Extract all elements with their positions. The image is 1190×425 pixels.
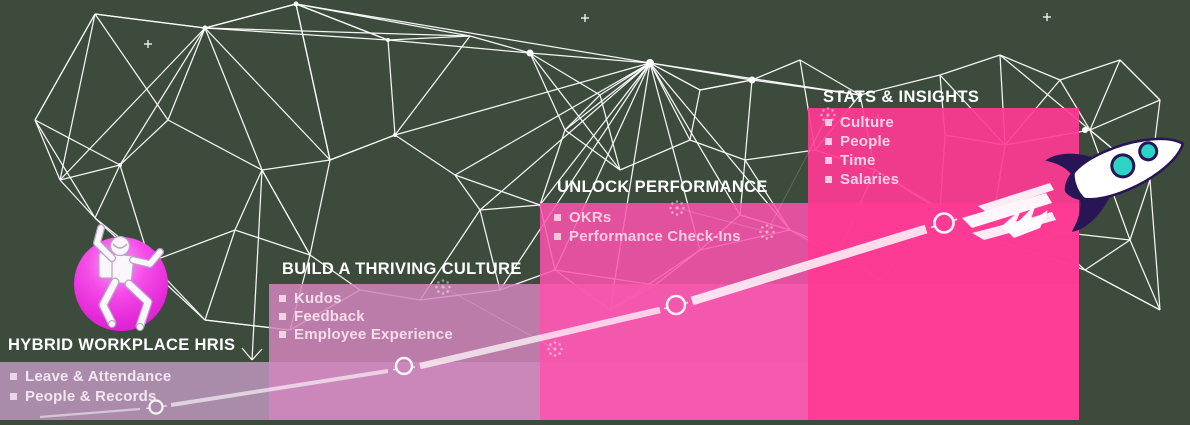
square-bullet-icon (279, 295, 286, 302)
square-bullet-icon (825, 176, 832, 183)
square-bullet-icon (554, 214, 561, 221)
list-item: OKRs (554, 209, 611, 226)
stage-title: BUILD A THRIVING CULTURE (282, 260, 522, 278)
list-item: Salaries (825, 171, 899, 188)
list-item: Time (825, 152, 876, 169)
network-pattern-icon (34, 1, 1161, 361)
rocket-icon (1045, 137, 1185, 232)
panel-stats-and-insights (808, 108, 1079, 420)
list-item: Culture (825, 114, 894, 131)
rocket-window-icon (1138, 141, 1159, 162)
stage-title: HYBRID WORKPLACE HRIS (8, 336, 236, 354)
square-bullet-icon (825, 138, 832, 145)
list-item: Employee Experience (279, 326, 453, 343)
list-item: People & Records (10, 388, 157, 405)
square-bullet-icon (825, 119, 832, 126)
rocket-flame-icon (962, 183, 1056, 240)
rocket-window-icon (1110, 153, 1136, 179)
square-bullet-icon (10, 393, 17, 400)
list-item: Kudos (279, 290, 342, 307)
list-item: Feedback (279, 308, 365, 325)
square-bullet-icon (279, 331, 286, 338)
square-bullet-icon (279, 313, 286, 320)
list-item: Leave & Attendance (10, 368, 171, 385)
stage-panels (0, 108, 1079, 420)
astronaut-icon (74, 224, 168, 331)
trajectory-line-icon (39, 212, 958, 419)
square-bullet-icon (554, 233, 561, 240)
stage-title: UNLOCK PERFORMANCE (557, 178, 768, 196)
list-item: Performance Check-Ins (554, 228, 741, 245)
square-bullet-icon (825, 157, 832, 164)
list-item: People (825, 133, 890, 150)
stage-title: STATS & INSIGHTS (823, 88, 980, 106)
square-bullet-icon (10, 373, 17, 380)
